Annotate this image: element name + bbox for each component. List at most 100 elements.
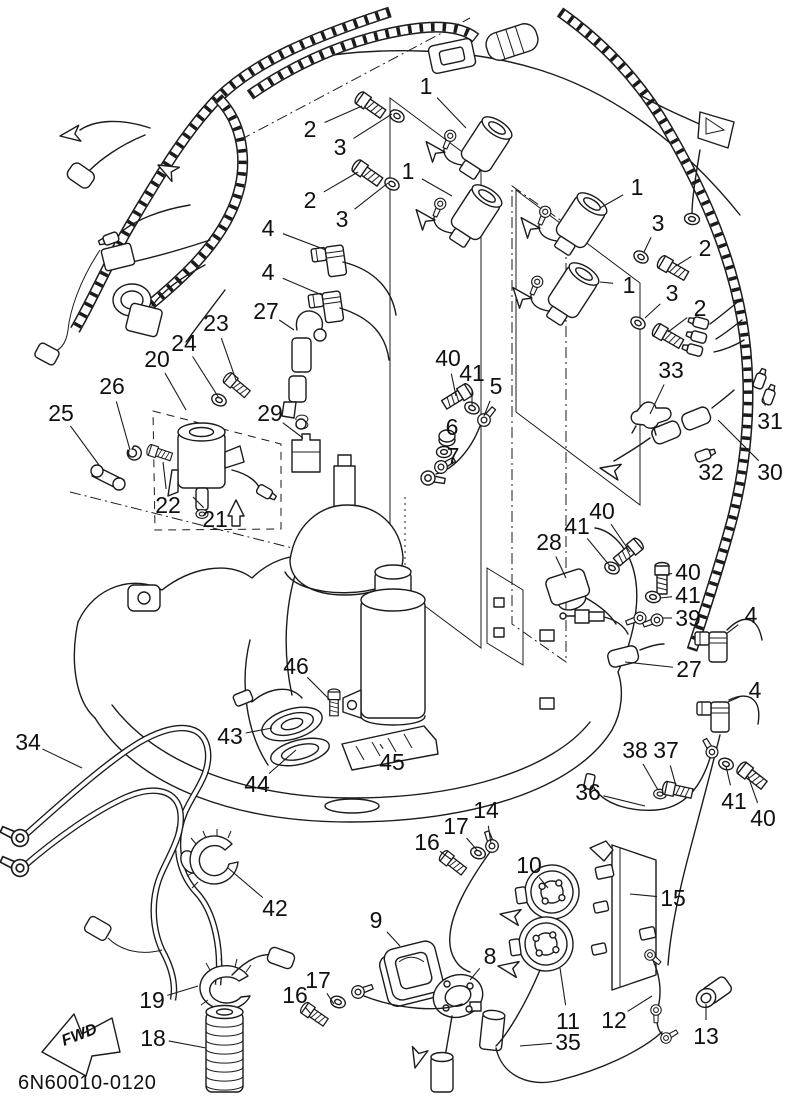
callout-16: 16	[414, 829, 440, 855]
callout-17: 17	[443, 813, 469, 839]
callout-42: 42	[262, 895, 288, 921]
callout-7: 7	[447, 443, 460, 469]
callout-leader-8	[469, 967, 481, 981]
callout-1: 1	[420, 73, 433, 99]
callout-leader-12	[627, 995, 653, 1012]
callout-leader-40	[610, 523, 631, 553]
callout-41: 41	[675, 582, 701, 608]
engine-block	[73, 50, 741, 823]
callout-leader-42	[227, 867, 264, 899]
callout-2: 2	[304, 187, 317, 213]
callout-leader-27	[278, 319, 295, 331]
callout-leader-14	[487, 825, 492, 845]
callout-3: 3	[666, 280, 679, 306]
callout-leader-11	[559, 967, 567, 1006]
callout-25: 25	[48, 400, 74, 426]
starter-relay-assembly	[90, 370, 282, 531]
callout-11: 11	[556, 1008, 580, 1034]
callout-40: 40	[589, 498, 615, 524]
callout-leader-41	[586, 537, 611, 567]
callout-4: 4	[745, 602, 758, 628]
callout-leader-36	[603, 795, 646, 807]
callout-leader-4	[725, 624, 739, 635]
callout-leader-1	[599, 194, 624, 209]
callout-23: 23	[203, 310, 229, 336]
callout-20: 20	[144, 346, 170, 372]
wiring-harness-right	[556, 7, 779, 966]
callout-leader-26	[115, 401, 131, 451]
callout-leader-43	[245, 727, 273, 734]
callout-leader-24	[192, 356, 220, 399]
square-grommet-9	[378, 940, 444, 1007]
callout-41: 41	[721, 788, 747, 814]
callout-26: 26	[99, 373, 125, 399]
fuse-holder	[597, 406, 712, 481]
callout-leader-17	[466, 837, 478, 851]
cdi-unit-group	[545, 535, 670, 668]
callout-10: 10	[516, 852, 542, 878]
callout-28: 28	[536, 529, 562, 555]
callout-22: 22	[155, 492, 181, 518]
callout-2: 2	[304, 116, 317, 142]
callout-21: 21	[202, 506, 228, 532]
callout-leader-15	[629, 893, 658, 898]
ignition-coils	[307, 89, 691, 361]
callout-leader-5	[483, 400, 491, 417]
callout-leader-31	[762, 397, 766, 406]
callout-27: 27	[253, 298, 279, 324]
callout-9: 9	[370, 907, 383, 933]
callout-2: 2	[694, 295, 707, 321]
callout-leader-16	[439, 850, 453, 861]
callout-16: 16	[282, 982, 308, 1008]
callout-leader-3	[353, 113, 393, 139]
rubber-cap-13	[695, 976, 733, 1009]
callout-leader-22	[162, 461, 167, 490]
callout-18: 18	[140, 1025, 166, 1051]
callout-45: 45	[379, 749, 405, 775]
callout-leader-35	[519, 1042, 553, 1047]
callout-41: 41	[459, 360, 485, 386]
harness-connector-rect	[427, 37, 477, 75]
callout-1: 1	[402, 158, 415, 184]
callout-3: 3	[336, 206, 349, 232]
callout-leader-2	[675, 255, 692, 267]
center-fasteners	[419, 381, 500, 489]
harness-clip	[630, 401, 672, 436]
callout-15: 15	[660, 885, 686, 911]
wiring-harness-main	[34, 6, 539, 366]
callout-leader-33	[649, 384, 665, 415]
callout-39: 39	[675, 605, 701, 631]
callout-leader-2	[323, 171, 359, 193]
callout-leader-1	[421, 178, 453, 197]
cable-clamp-19	[199, 957, 252, 1011]
callout-leader-10	[538, 876, 549, 889]
callout-leader-37	[669, 765, 677, 787]
callout-33: 33	[658, 357, 684, 383]
fwd-arrow: FWD	[41, 1013, 121, 1077]
callout-leader-19	[167, 985, 199, 996]
callout-27: 27	[676, 656, 702, 682]
callout-leader-1	[436, 97, 467, 129]
callout-leader-9	[386, 931, 401, 947]
callout-leader-3	[644, 303, 661, 319]
callout-40: 40	[435, 345, 461, 371]
callout-40: 40	[750, 805, 776, 831]
cable-clamp-42	[186, 829, 239, 889]
callout-leader-44	[268, 749, 297, 774]
corrugated-tube-18	[205, 1004, 244, 1093]
grommet-group	[298, 940, 663, 1093]
spark-plug	[559, 609, 629, 635]
callout-12: 12	[601, 1007, 627, 1033]
callout-leader-20	[164, 372, 187, 411]
callout-leader-4	[282, 233, 327, 251]
relay-link	[90, 445, 142, 491]
callout-leader-1	[599, 281, 614, 284]
callout-34: 34	[15, 729, 41, 755]
callout-24: 24	[171, 330, 197, 356]
callout-46: 46	[283, 653, 309, 679]
callout-leader-2	[324, 105, 363, 124]
callout-4: 4	[262, 259, 275, 285]
callout-leader-38	[642, 763, 659, 791]
